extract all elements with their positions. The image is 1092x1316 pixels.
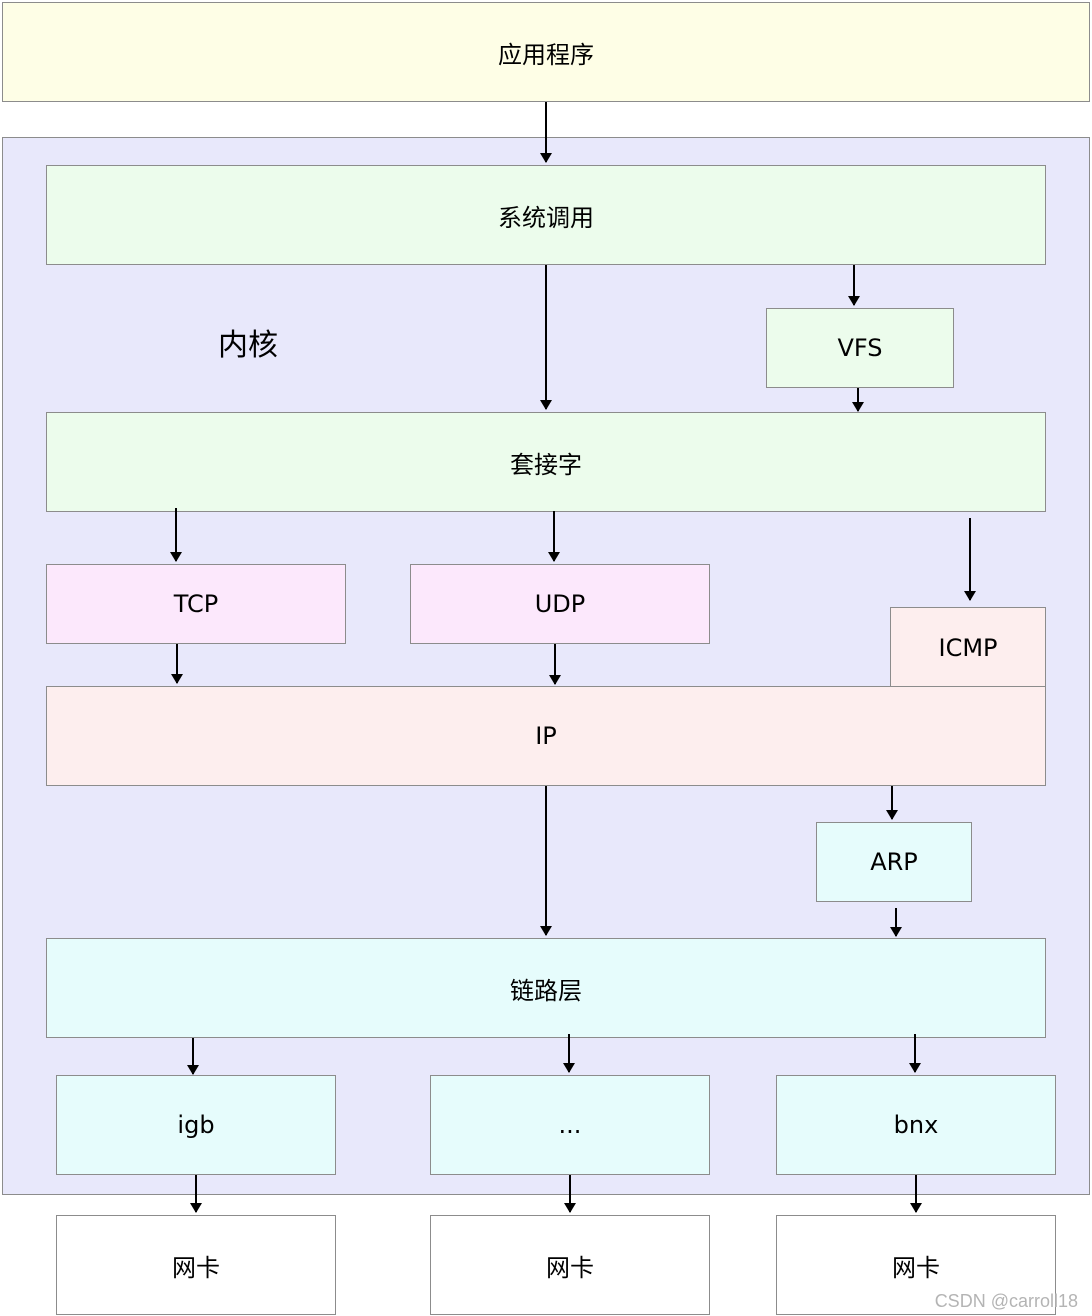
node-nic-2-label: 网卡	[546, 1253, 594, 1282]
node-nic-1-label: 网卡	[172, 1253, 220, 1282]
node-syscall: 系统调用	[46, 165, 1046, 265]
node-syscall-label: 系统调用	[498, 203, 594, 232]
watermark: CSDN @carroll18	[934, 1291, 1078, 1311]
node-driver-ellipsis-label: ...	[558, 1111, 582, 1139]
node-application-label: 应用程序	[498, 40, 594, 69]
node-icmp: ICMP	[890, 607, 1046, 687]
node-tcp: TCP	[46, 564, 346, 644]
node-driver-igb: igb	[56, 1075, 336, 1175]
node-vfs-label: VFS	[837, 334, 883, 362]
kernel-label: 内核	[218, 328, 278, 363]
node-udp: UDP	[410, 564, 710, 644]
node-application: 应用程序	[2, 2, 1090, 102]
node-nic-1: 网卡	[56, 1215, 336, 1315]
node-arp: ARP	[816, 822, 972, 902]
node-nic-3: 网卡	[776, 1215, 1056, 1315]
node-ip-label: IP	[535, 722, 557, 750]
node-socket-label: 套接字	[510, 450, 582, 479]
node-socket: 套接字	[46, 412, 1046, 512]
node-tcp-label: TCP	[173, 590, 219, 618]
node-driver-bnx-label: bnx	[893, 1111, 939, 1139]
node-vfs: VFS	[766, 308, 954, 388]
node-driver-ellipsis: ...	[430, 1075, 710, 1175]
node-nic-2: 网卡	[430, 1215, 710, 1315]
node-ip: IP	[46, 686, 1046, 786]
node-driver-igb-label: igb	[177, 1111, 215, 1139]
node-icmp-label: ICMP	[938, 634, 998, 662]
node-arp-label: ARP	[870, 848, 918, 876]
node-udp-label: UDP	[534, 590, 586, 618]
node-nic-3-label: 网卡	[892, 1253, 940, 1282]
node-link-layer: 链路层	[46, 938, 1046, 1038]
node-driver-bnx: bnx	[776, 1075, 1056, 1175]
node-link-layer-label: 链路层	[510, 976, 582, 1005]
